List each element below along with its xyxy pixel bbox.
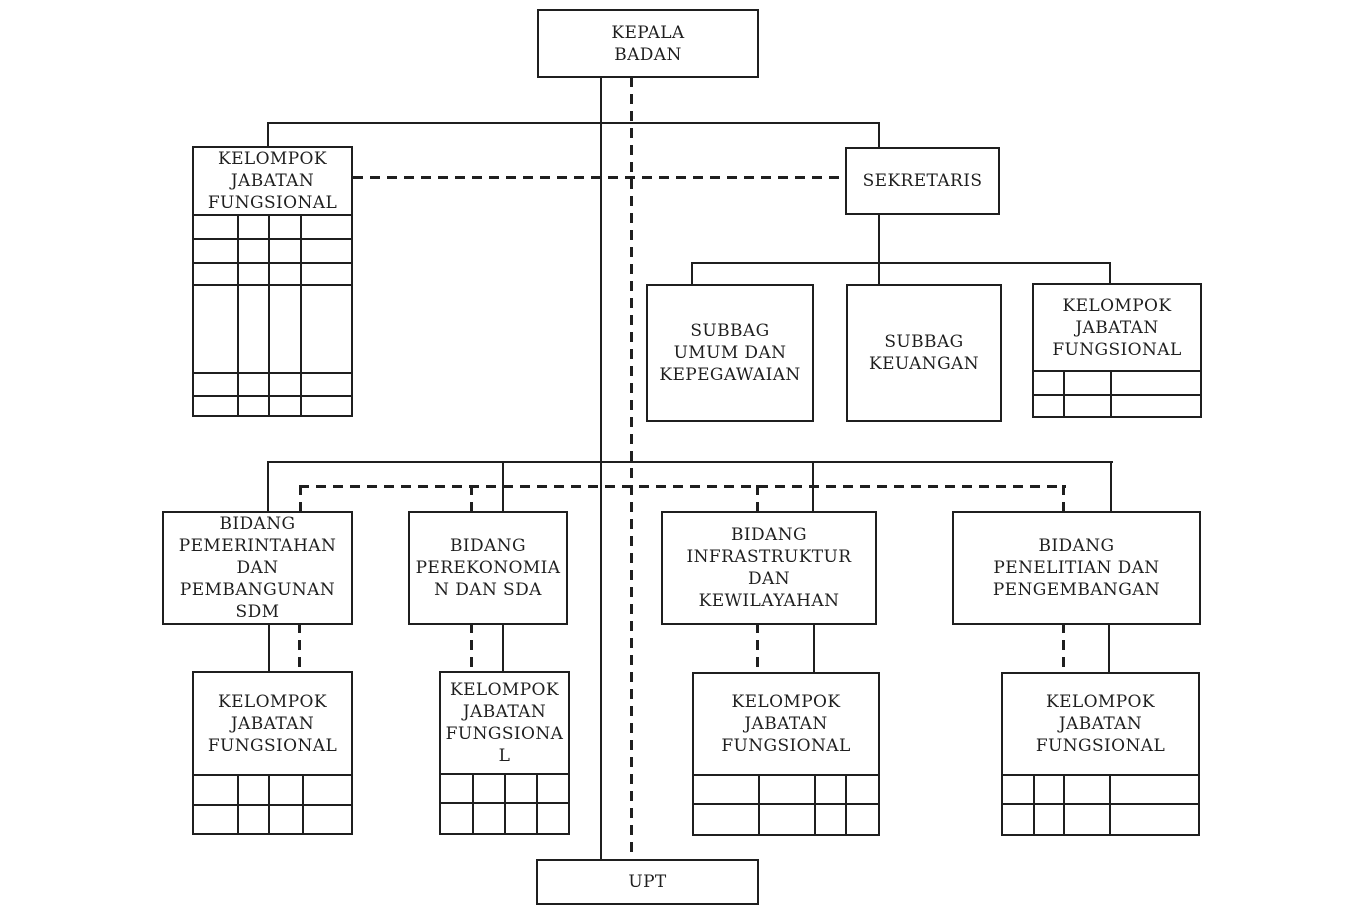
connector-kelompok-sekretariat-stub <box>1109 262 1111 285</box>
grid-line <box>237 214 239 415</box>
connector-bidang1-stub-top <box>267 461 269 513</box>
grid-line <box>194 284 351 286</box>
grid-line <box>194 372 351 374</box>
connector-bidang2-stub-bottom <box>502 623 504 673</box>
grid-line <box>845 774 847 834</box>
connector-subbag-keuangan-stub <box>878 262 880 286</box>
grid-line <box>758 774 760 834</box>
connector-main-vertical-dashed <box>630 77 633 860</box>
connector-bidang1-dashed-top <box>299 485 302 512</box>
node-label: SUBBAG KEUANGAN <box>869 332 979 374</box>
node-label: KELOMPOK JABATAN FUNGSIONAL <box>694 674 878 776</box>
connector-sekretaris-stub-bottom <box>878 213 880 264</box>
node-kelompok-jabatan-fungsional-top: KELOMPOK JABATAN FUNGSIONAL <box>192 146 353 417</box>
connector-bidang4-dashed-top <box>1062 485 1065 512</box>
node-bidang-penelitian: BIDANG PENELITIAN DAN PENGEMBANGAN <box>952 511 1201 625</box>
node-label: KELOMPOK JABATAN FUNGSIONAL <box>1034 285 1200 372</box>
grid-line <box>1063 774 1065 834</box>
connector-bidang3-dashed-top <box>756 485 759 512</box>
grid-line <box>300 214 302 415</box>
node-bidang-pemerintahan: BIDANG PEMERINTAHAN DAN PEMBANGUNAN SDM <box>162 511 353 625</box>
grid-line <box>1109 774 1111 834</box>
connector-sekretaris-stub-top <box>878 122 880 149</box>
grid-line <box>194 262 351 264</box>
node-label: KELOMPOK JABATAN FUNGSIONAL <box>194 673 351 776</box>
connector-bidang-branch-dashed <box>299 485 1066 488</box>
connector-bidang3-dashed-bottom <box>756 623 759 673</box>
grid-line <box>194 238 351 240</box>
node-upt: UPT <box>536 859 759 905</box>
grid-line <box>194 804 351 806</box>
node-kelompok-jabatan-fungsional-sekretariat: KELOMPOK JABATAN FUNGSIONAL <box>1032 283 1202 418</box>
grid-line <box>694 803 878 805</box>
grid-line <box>504 773 506 833</box>
grid-line <box>472 773 474 833</box>
connector-sekretariat-branch-horizontal <box>691 262 1111 264</box>
node-label: BIDANG PEMERINTAHAN DAN PEMBANGUNAN SDM <box>178 514 337 622</box>
node-label: UPT <box>628 872 667 892</box>
grid-line <box>1003 803 1198 805</box>
connector-main-vertical <box>600 77 602 861</box>
connector-bidang2-dashed-top <box>470 485 473 512</box>
grid-line <box>1034 394 1200 396</box>
node-bidang-infrastruktur: BIDANG INFRASTRUKTUR DAN KEWILAYAHAN <box>661 511 877 625</box>
grid-line <box>194 395 351 397</box>
node-label: KEPALA BADAN <box>611 22 685 65</box>
grid-line <box>814 774 816 834</box>
connector-kelompok-top-stub <box>267 122 269 148</box>
connector-top-branch-horizontal <box>267 122 880 124</box>
grid-line <box>1110 370 1112 416</box>
node-label: BIDANG INFRASTRUKTUR DAN KEWILAYAHAN <box>686 525 852 611</box>
node-kepala-badan: KEPALA BADAN <box>537 9 759 78</box>
connector-bidang-branch-horizontal <box>267 461 1113 463</box>
grid-line <box>268 774 270 833</box>
node-label: SUBBAG UMUM DAN KEPEGAWAIAN <box>659 321 801 385</box>
connector-bidang1-dashed-bottom <box>298 623 301 672</box>
node-kelompok-jabatan-fungsional-bidang-3: KELOMPOK JABATAN FUNGSIONAL <box>692 672 880 836</box>
grid-line <box>237 774 239 833</box>
node-bidang-perekonomian: BIDANG PEREKONOMIA N DAN SDA <box>408 511 568 625</box>
grid-line <box>1063 370 1065 416</box>
node-sekretaris: SEKRETARIS <box>845 147 1000 215</box>
connector-bidang4-stub-top <box>1110 461 1112 513</box>
node-label: KELOMPOK JABATAN FUNGSIONAL <box>1003 674 1198 776</box>
connector-bidang4-stub-bottom <box>1108 623 1110 674</box>
connector-bidang4-dashed-bottom <box>1062 623 1065 673</box>
node-kelompok-jabatan-fungsional-bidang-4: KELOMPOK JABATAN FUNGSIONAL <box>1001 672 1200 836</box>
node-label: BIDANG PEREKONOMIA N DAN SDA <box>415 536 561 600</box>
node-label: KELOMPOK JABATAN FUNGSIONA L <box>441 673 568 775</box>
grid-line <box>268 214 270 415</box>
connector-bidang1-stub-bottom <box>268 623 270 673</box>
node-kelompok-jabatan-fungsional-bidang-1: KELOMPOK JABATAN FUNGSIONAL <box>192 671 353 835</box>
grid-line <box>1033 774 1035 834</box>
node-subbag-keuangan: SUBBAG KEUANGAN <box>846 284 1002 422</box>
grid-line <box>536 773 538 833</box>
connector-subbag-umum-stub <box>691 262 693 286</box>
connector-bidang3-stub-bottom <box>813 623 815 674</box>
connector-bidang2-dashed-bottom <box>470 623 473 672</box>
connector-kelompok-sekretaris-dashed <box>353 176 846 179</box>
node-kelompok-jabatan-fungsional-bidang-2: KELOMPOK JABATAN FUNGSIONA L <box>439 671 570 835</box>
node-label: BIDANG PENELITIAN DAN PENGEMBANGAN <box>992 536 1161 600</box>
grid-line <box>302 774 304 833</box>
node-label: KELOMPOK JABATAN FUNGSIONAL <box>194 148 351 216</box>
node-subbag-umum-dan-kepegawaian: SUBBAG UMUM DAN KEPEGAWAIAN <box>646 284 814 422</box>
node-label: SEKRETARIS <box>862 171 983 191</box>
